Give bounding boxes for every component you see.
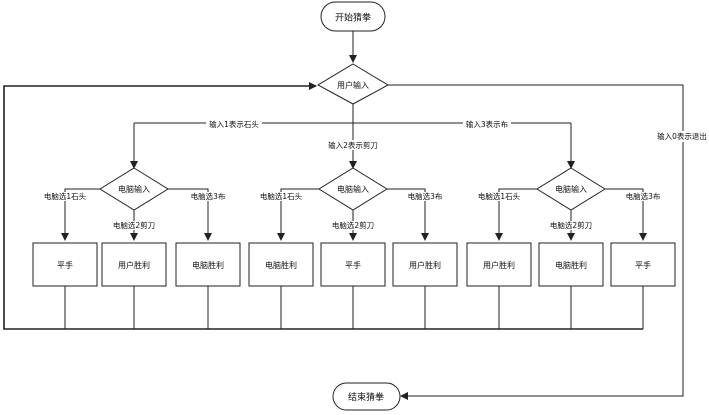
choice-label-scissors: 电脑选2剪刀 — [113, 220, 155, 230]
computer-input-label: 电脑输入 — [555, 184, 587, 194]
choice-label-rock: 电脑选1石头 — [44, 191, 87, 201]
result-box-middle-rock — [248, 242, 314, 287]
result-box-left-rock — [32, 242, 98, 287]
result-label: 用户胜利 — [409, 260, 441, 270]
choice-label-cloth: 电脑选3布 — [626, 191, 661, 201]
edge-left-cloth — [168, 188, 212, 241]
computer-input-label: 电脑输入 — [118, 184, 150, 194]
choice-label-cloth: 电脑选3布 — [191, 191, 226, 201]
result-box-right-cloth — [610, 242, 676, 287]
user-input-decision — [316, 63, 390, 105]
result-label: 平手 — [635, 260, 651, 270]
computer-input-middle: 电脑输入 — [318, 167, 388, 211]
start-node: 开始猜拳 — [320, 1, 386, 32]
branch-label-scissors: 输入2表示剪刀 — [328, 140, 378, 150]
result-label: 电脑胜利 — [555, 260, 587, 270]
edge-exit-to-end — [388, 84, 684, 400]
result-box-left-scissors — [101, 242, 167, 287]
result-boxes: 平手 用户胜利 电脑胜利 电脑胜利 平手 用户胜利 用户胜利 电脑胜利 平手 — [32, 242, 676, 287]
choice-label-cloth: 电脑选3布 — [408, 191, 443, 201]
result-label: 用户胜利 — [118, 260, 150, 270]
choice-label-rock: 电脑选1石头 — [478, 191, 521, 201]
end-terminal — [332, 382, 401, 411]
computer-input-label: 电脑输入 — [337, 184, 369, 194]
result-box-right-scissors — [538, 242, 604, 287]
edge-right-cloth — [605, 188, 647, 241]
result-box-middle-cloth — [392, 242, 458, 287]
edge-middle-rock — [277, 188, 319, 241]
choice-label-scissors: 电脑选2剪刀 — [332, 220, 374, 230]
computer-decision-left — [99, 167, 169, 211]
result-label: 电脑胜利 — [192, 260, 224, 270]
branch-label-exit: 输入0表示退出 — [657, 131, 707, 141]
result-label: 用户胜利 — [483, 260, 515, 270]
computer-decision-right — [536, 167, 606, 211]
result-box-left-cloth — [175, 242, 241, 287]
user-input-node: 用户输入 — [316, 63, 390, 105]
start-terminal — [320, 1, 386, 32]
result-label: 平手 — [57, 260, 73, 270]
end-node: 结束猜拳 — [332, 382, 401, 411]
branch-label-rock: 输入1表示石头 — [209, 119, 259, 129]
user-input-label: 用户输入 — [337, 80, 369, 90]
edge-middle-cloth — [387, 188, 429, 241]
result-box-middle-scissors — [320, 242, 386, 287]
start-label: 开始猜拳 — [335, 12, 371, 24]
result-box-right-rock — [466, 242, 532, 287]
computer-input-left: 电脑输入 — [99, 167, 169, 211]
result-label: 平手 — [345, 260, 361, 270]
choice-label-rock: 电脑选1石头 — [260, 191, 303, 201]
computer-input-right: 电脑输入 — [536, 167, 606, 211]
edge-labels: 输入1表示石头 输入3表示布 输入2表示剪刀 输入0表示退出 电脑选1石头 电脑… — [42, 119, 708, 230]
edge-right-rock — [495, 188, 537, 241]
computer-decision-middle — [318, 167, 388, 211]
choice-label-scissors: 电脑选2剪刀 — [550, 220, 592, 230]
edge-loop-back — [3, 82, 643, 330]
edge-left-rock — [61, 188, 100, 241]
result-label: 电脑胜利 — [265, 260, 297, 270]
branch-label-cloth: 输入3表示布 — [466, 119, 509, 129]
end-label: 结束猜拳 — [348, 391, 384, 403]
